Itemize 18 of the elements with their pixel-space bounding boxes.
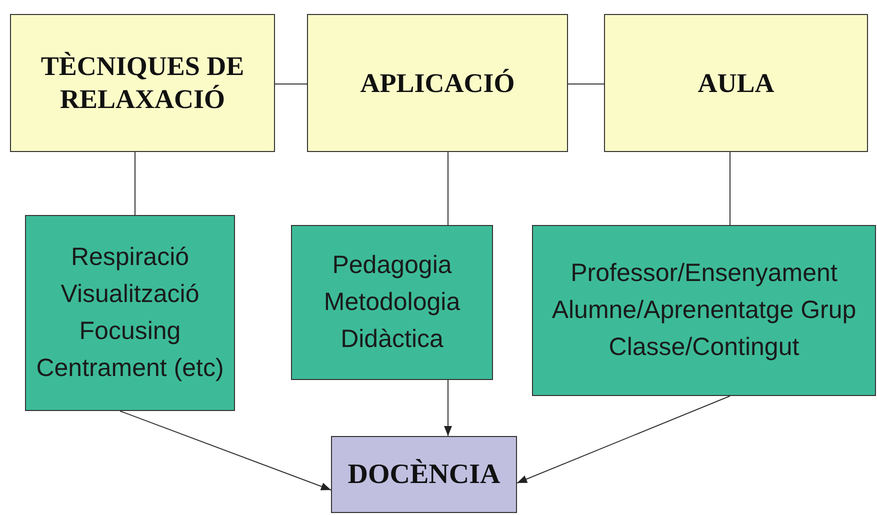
box-text: Professor/Ensenyament Alumne/Aprenentatge Grup Classe/Contingut	[550, 258, 858, 363]
topic-box	[532, 225, 876, 396]
box-text: DOCÈNCIA	[346, 458, 502, 492]
arrow	[120, 410, 332, 490]
box-text: Respiració Visualització Focusing Centrament (etc)	[35, 242, 225, 384]
box-text: AULA	[696, 66, 776, 100]
category-box	[307, 14, 568, 152]
box-text: APLICACIÓ	[359, 66, 516, 100]
topic-box	[291, 225, 493, 380]
result-box	[331, 436, 517, 513]
arrow	[444, 380, 452, 436]
arrow	[516, 396, 730, 484]
category-box	[604, 14, 868, 152]
box-text: Pedagogia Metodologia Didàctica	[322, 250, 462, 355]
connector-line	[134, 152, 136, 216]
topic-box	[25, 215, 235, 411]
category-box	[10, 14, 275, 152]
box-text: TÈCNIQUES DE RELAXACIÓ	[40, 50, 246, 116]
